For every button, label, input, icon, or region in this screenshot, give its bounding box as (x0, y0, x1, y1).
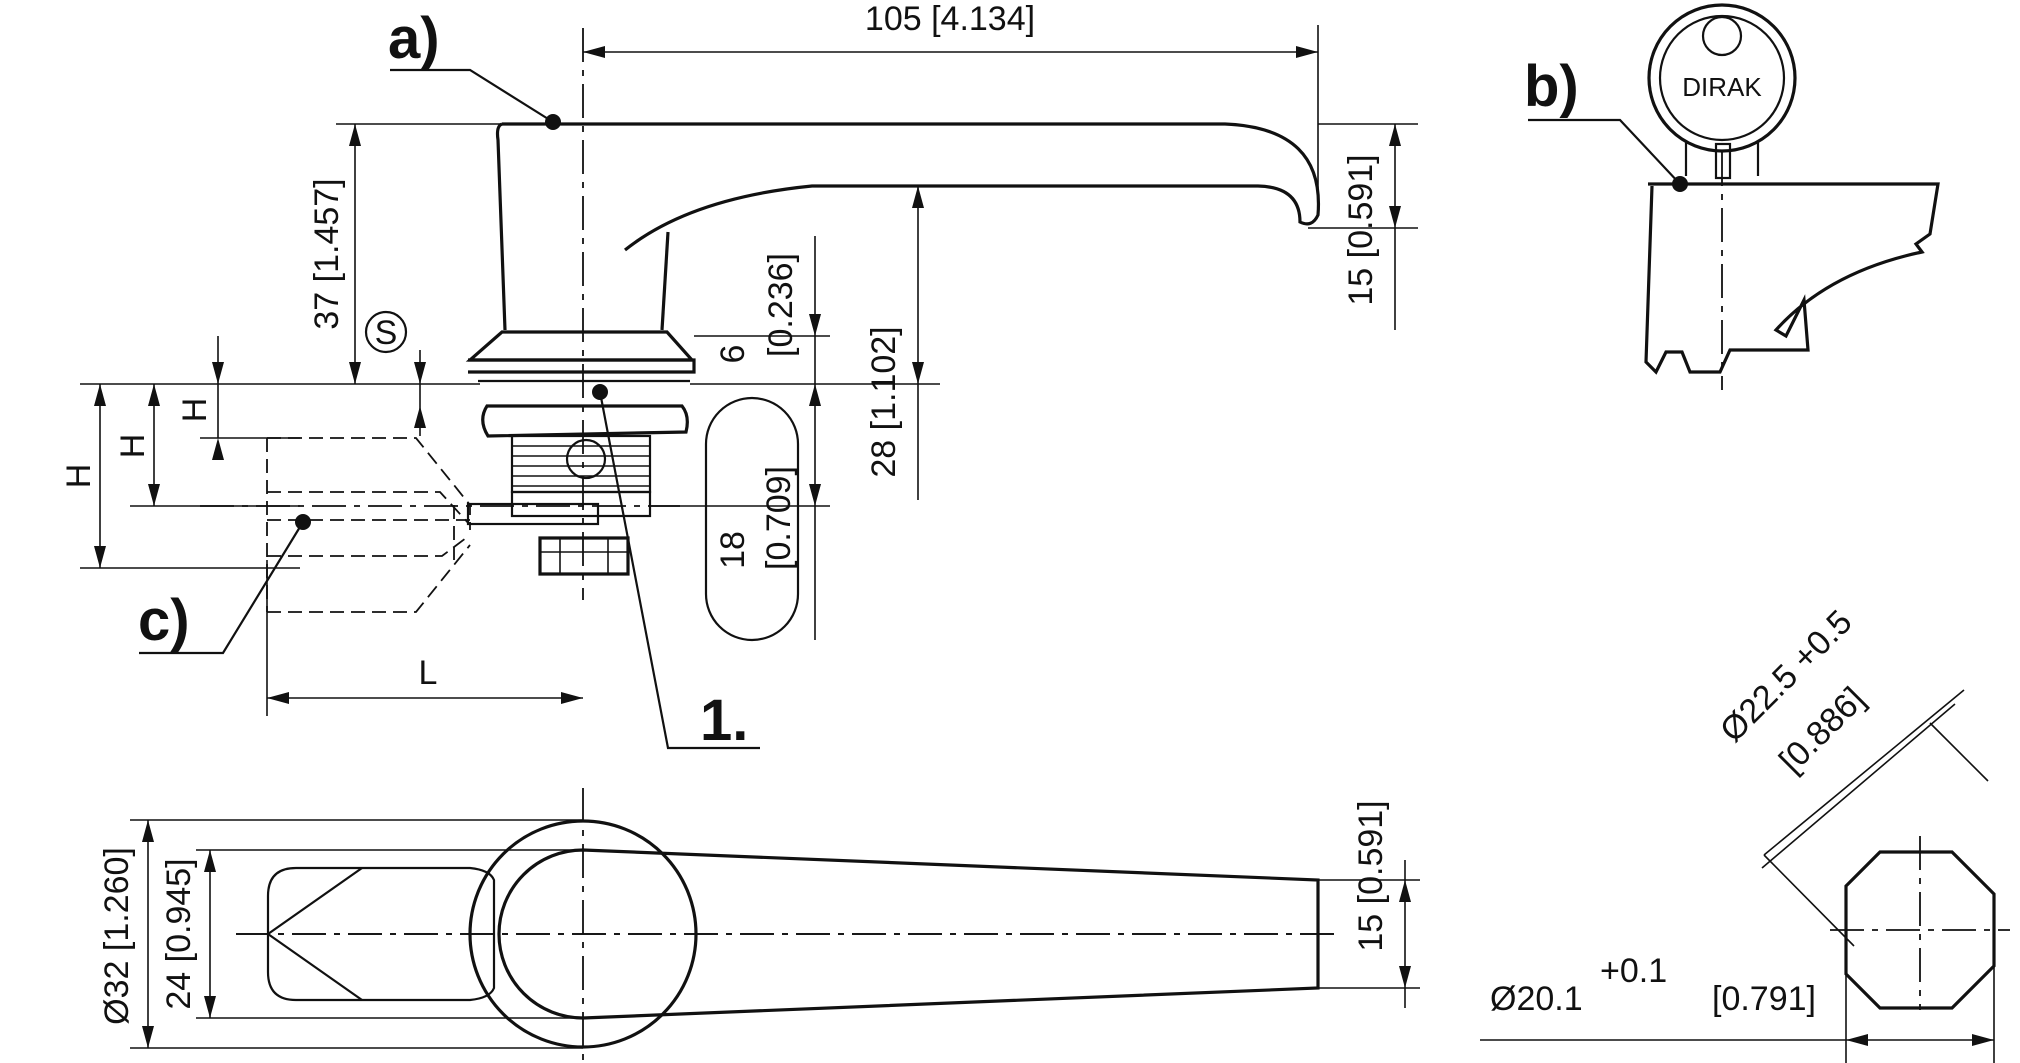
dim-6-inch: [0.236] (762, 253, 800, 357)
label-a: a) (388, 6, 440, 71)
lever-neck-right (660, 231, 670, 331)
key-detail: DIRAK (1528, 3, 1940, 390)
leader-c (139, 521, 304, 655)
top-view: Ø32 [1.260] 24 [0.945] 15 [0.591] (98, 788, 1420, 1063)
dim-6: 6 (714, 345, 752, 364)
dim-height-37: 37 [1.457] (308, 178, 346, 329)
end-nut (538, 536, 630, 576)
leader-b (1528, 118, 1681, 185)
dim-dia-32: Ø32 [1.260] (98, 847, 136, 1025)
dim-height-15-side: 15 [0.591] (1342, 154, 1380, 305)
dim-24: 24 [0.945] (160, 858, 198, 1009)
rosette-base (468, 358, 696, 374)
leader-1 (598, 391, 760, 750)
s-symbol-text: S (375, 314, 398, 352)
dim-18-frame (704, 396, 800, 642)
dim-width-105: 105 [4.134] (865, 0, 1035, 38)
rosette (465, 330, 696, 362)
dim-height-15-top: 15 [0.591] (1352, 800, 1390, 951)
lever-handle (502, 122, 1321, 252)
key-blade (1714, 142, 1732, 180)
s-symbol (364, 310, 408, 354)
cutout-outline (1844, 850, 1996, 1010)
lock-pin (565, 438, 607, 480)
cam (466, 502, 600, 526)
cam-top (266, 866, 496, 1002)
dim-18-inch: [0.709] (760, 466, 798, 570)
side-dimensions: 105 [4.134] 37 [1.457] 15 [0.591] 28 [1.… (60, 0, 1418, 716)
panel-section (1644, 182, 1940, 375)
panel-cutout: Ø22.5 +0.5 [0.886] Ø20.1 +0.1 [0.791] (1480, 603, 2010, 1063)
label-c: c) (138, 588, 190, 653)
label-b: b) (1524, 54, 1579, 119)
nut (481, 404, 689, 438)
dim-h-inner: H (176, 398, 214, 423)
dim-h-outer: H (60, 464, 98, 489)
dim-h-middle: H (114, 434, 152, 459)
lever-neck-left (495, 122, 507, 331)
key-hole (1701, 15, 1743, 57)
thread-lines (512, 445, 650, 487)
dim-18: 18 (714, 531, 752, 569)
dim-l: L (419, 654, 438, 692)
threaded-body (510, 434, 652, 494)
label-1: 1. (700, 688, 748, 753)
dim-dia-20-1-inch: [0.791] (1712, 980, 1816, 1018)
dim-dia-20-1-tol: +0.1 (1600, 952, 1667, 990)
key-bow (1647, 3, 1797, 153)
lever-top (497, 848, 1320, 1020)
leader-a (390, 68, 554, 123)
key-brand: DIRAK (1682, 72, 1762, 102)
side-view: S (139, 28, 1321, 750)
dim-dia-20-1: Ø20.1 (1490, 980, 1583, 1018)
dim-28: 28 [1.102] (865, 326, 903, 477)
